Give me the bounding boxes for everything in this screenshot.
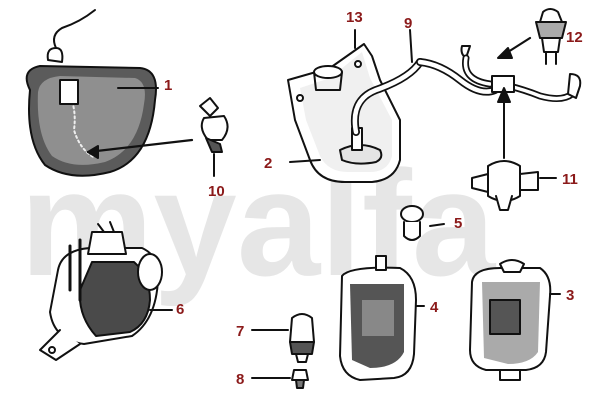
part-12-jet-nozzle bbox=[497, 8, 567, 65]
part-4-reservoir-tank bbox=[339, 255, 425, 381]
part-label-6: 6 bbox=[176, 301, 184, 318]
part-7-pump-motor bbox=[251, 313, 315, 363]
part-8-grommet bbox=[251, 369, 309, 389]
part-label-13: 13 bbox=[346, 9, 363, 26]
part-label-9: 9 bbox=[404, 15, 412, 32]
part-2-reservoir-bottle bbox=[287, 43, 499, 183]
part-label-10: 10 bbox=[208, 183, 225, 200]
part-6-pump-assembly bbox=[39, 221, 173, 361]
part-label-8: 8 bbox=[236, 371, 244, 388]
part-label-2: 2 bbox=[264, 155, 272, 172]
part-label-3: 3 bbox=[566, 287, 574, 304]
part-label-7: 7 bbox=[236, 323, 244, 340]
part-label-5: 5 bbox=[454, 215, 462, 232]
part-11-t-connector bbox=[471, 160, 557, 211]
jet-hose-assembly bbox=[460, 45, 582, 159]
part-label-4: 4 bbox=[430, 299, 439, 316]
part-9-leader bbox=[409, 29, 413, 63]
part-label-11: 11 bbox=[562, 171, 578, 188]
part-label-12: 12 bbox=[566, 29, 583, 46]
part-label-1: 1 bbox=[164, 77, 172, 94]
part-10-check-valve bbox=[86, 97, 229, 177]
part-5-hose-clip bbox=[400, 205, 445, 241]
part-3-reservoir-tank bbox=[469, 259, 561, 381]
